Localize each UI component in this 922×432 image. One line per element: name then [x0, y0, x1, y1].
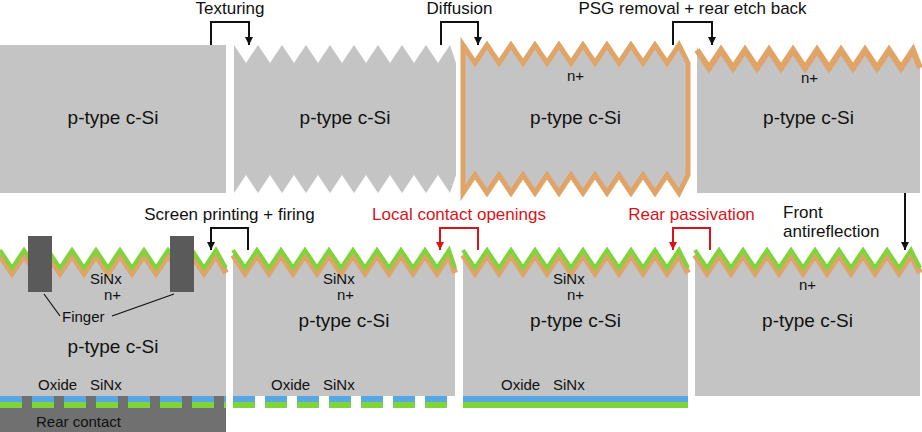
rear-oxide — [0, 396, 22, 402]
front-sinx — [695, 250, 920, 268]
textured-wafer — [234, 45, 456, 193]
rear-oxide — [265, 396, 287, 402]
finger-contact — [28, 236, 52, 292]
leader-line — [44, 294, 60, 316]
rear-oxide — [425, 396, 447, 402]
layer-label: Oxide — [501, 376, 540, 393]
process-arrow — [904, 193, 906, 250]
layer-label: Rear contact — [36, 413, 121, 430]
wafer — [463, 252, 688, 396]
wafer-panel: p-type c-Si n+ — [697, 45, 920, 193]
wafer-panel: p-type c-Si n+ — [463, 45, 688, 193]
rear-oxide — [160, 396, 182, 402]
layer-label: n+ — [567, 286, 584, 303]
rear-sinx — [361, 402, 383, 408]
layer-label: Oxide — [38, 376, 77, 393]
process-arrow — [673, 228, 710, 250]
wafer — [0, 45, 226, 193]
rear-sinx — [297, 402, 319, 408]
leader-line — [112, 294, 174, 316]
process-arrow — [211, 22, 249, 45]
rear-sinx — [425, 402, 447, 408]
layer-label: n+ — [337, 286, 354, 303]
step-label: Rear passivation — [626, 205, 757, 224]
rear-sinx — [32, 402, 54, 408]
step-label: Texturing — [194, 0, 267, 18]
front-sinx — [233, 250, 455, 268]
node-label: p-type c-Si — [68, 336, 159, 358]
node-label: p-type c-Si — [299, 310, 390, 332]
rear-sinx — [96, 402, 118, 408]
layer-label: Oxide — [271, 376, 310, 393]
step-label: Front antireflection — [781, 203, 897, 241]
rear-oxide — [96, 396, 118, 402]
rear-sinx — [0, 402, 22, 408]
rear-sinx — [265, 402, 287, 408]
wafer — [695, 252, 920, 396]
layer-label: n+ — [801, 69, 818, 86]
layer-label: SiNx — [90, 376, 122, 393]
layer-label: SiNx — [553, 270, 585, 287]
rear-sinx — [192, 402, 214, 408]
layer-label: n+ — [567, 67, 584, 84]
rear-sinx — [128, 402, 150, 408]
step-label: Diffusion — [425, 0, 495, 18]
rear-oxide — [233, 396, 255, 402]
wafer — [697, 47, 920, 193]
rear-oxide — [463, 396, 688, 402]
rear-oxide — [297, 396, 319, 402]
step-label: Local contact openings — [370, 205, 548, 224]
wafer-panel: p-type c-Si — [234, 45, 456, 193]
wafer-panel: p-type c-SiSiNxn+FingerOxideSiNxRear con… — [0, 250, 226, 432]
layer-label: n+ — [799, 276, 816, 293]
node-label: p-type c-Si — [762, 310, 853, 332]
layer-label: n+ — [104, 286, 121, 303]
wafer — [233, 252, 455, 396]
rear-oxide — [361, 396, 383, 402]
step-label: Screen printing + firing — [142, 205, 317, 224]
node-label: p-type c-Si — [530, 310, 621, 332]
rear-sinx — [393, 402, 415, 408]
node-label: p-type c-Si — [68, 107, 159, 129]
rear-oxide — [32, 396, 54, 402]
wafer-panel: p-type c-SiSiNxn+OxideSiNx — [233, 250, 455, 410]
rear-sinx — [233, 402, 255, 408]
process-arrow — [441, 22, 478, 45]
node-label: p-type c-Si — [763, 107, 854, 129]
layer-label: Finger — [62, 308, 105, 325]
finger-contact — [170, 236, 194, 292]
node-label: p-type c-Si — [300, 107, 391, 129]
process-arrow — [211, 228, 248, 250]
rear-oxide — [128, 396, 150, 402]
wafer-panel: p-type c-Si n+ — [695, 250, 920, 410]
rear-sinx — [463, 402, 688, 408]
front-sinx — [463, 250, 688, 268]
textured-wafer — [463, 45, 688, 193]
rear-oxide — [329, 396, 351, 402]
rear-sinx — [160, 402, 182, 408]
process-arrow — [440, 228, 478, 250]
wafer-panel: p-type c-SiSiNxn+OxideSiNx — [463, 250, 688, 410]
rear-oxide — [64, 396, 86, 402]
rear-sinx — [329, 402, 351, 408]
rear-sinx — [224, 402, 226, 408]
n-plus-emitter — [697, 50, 920, 68]
wafer-panel: p-type c-Si — [0, 45, 226, 193]
rear-oxide — [393, 396, 415, 402]
rear-oxide — [192, 396, 214, 402]
layer-label: SiNx — [90, 270, 122, 287]
layer-label: SiNx — [553, 376, 585, 393]
rear-sinx — [64, 402, 86, 408]
rear-contact — [0, 396, 226, 432]
layer-label: SiNx — [323, 270, 355, 287]
rear-oxide — [224, 396, 226, 402]
node-label: p-type c-Si — [530, 107, 621, 129]
step-label: PSG removal + rear etch back — [576, 0, 808, 18]
layer-label: SiNx — [323, 376, 355, 393]
